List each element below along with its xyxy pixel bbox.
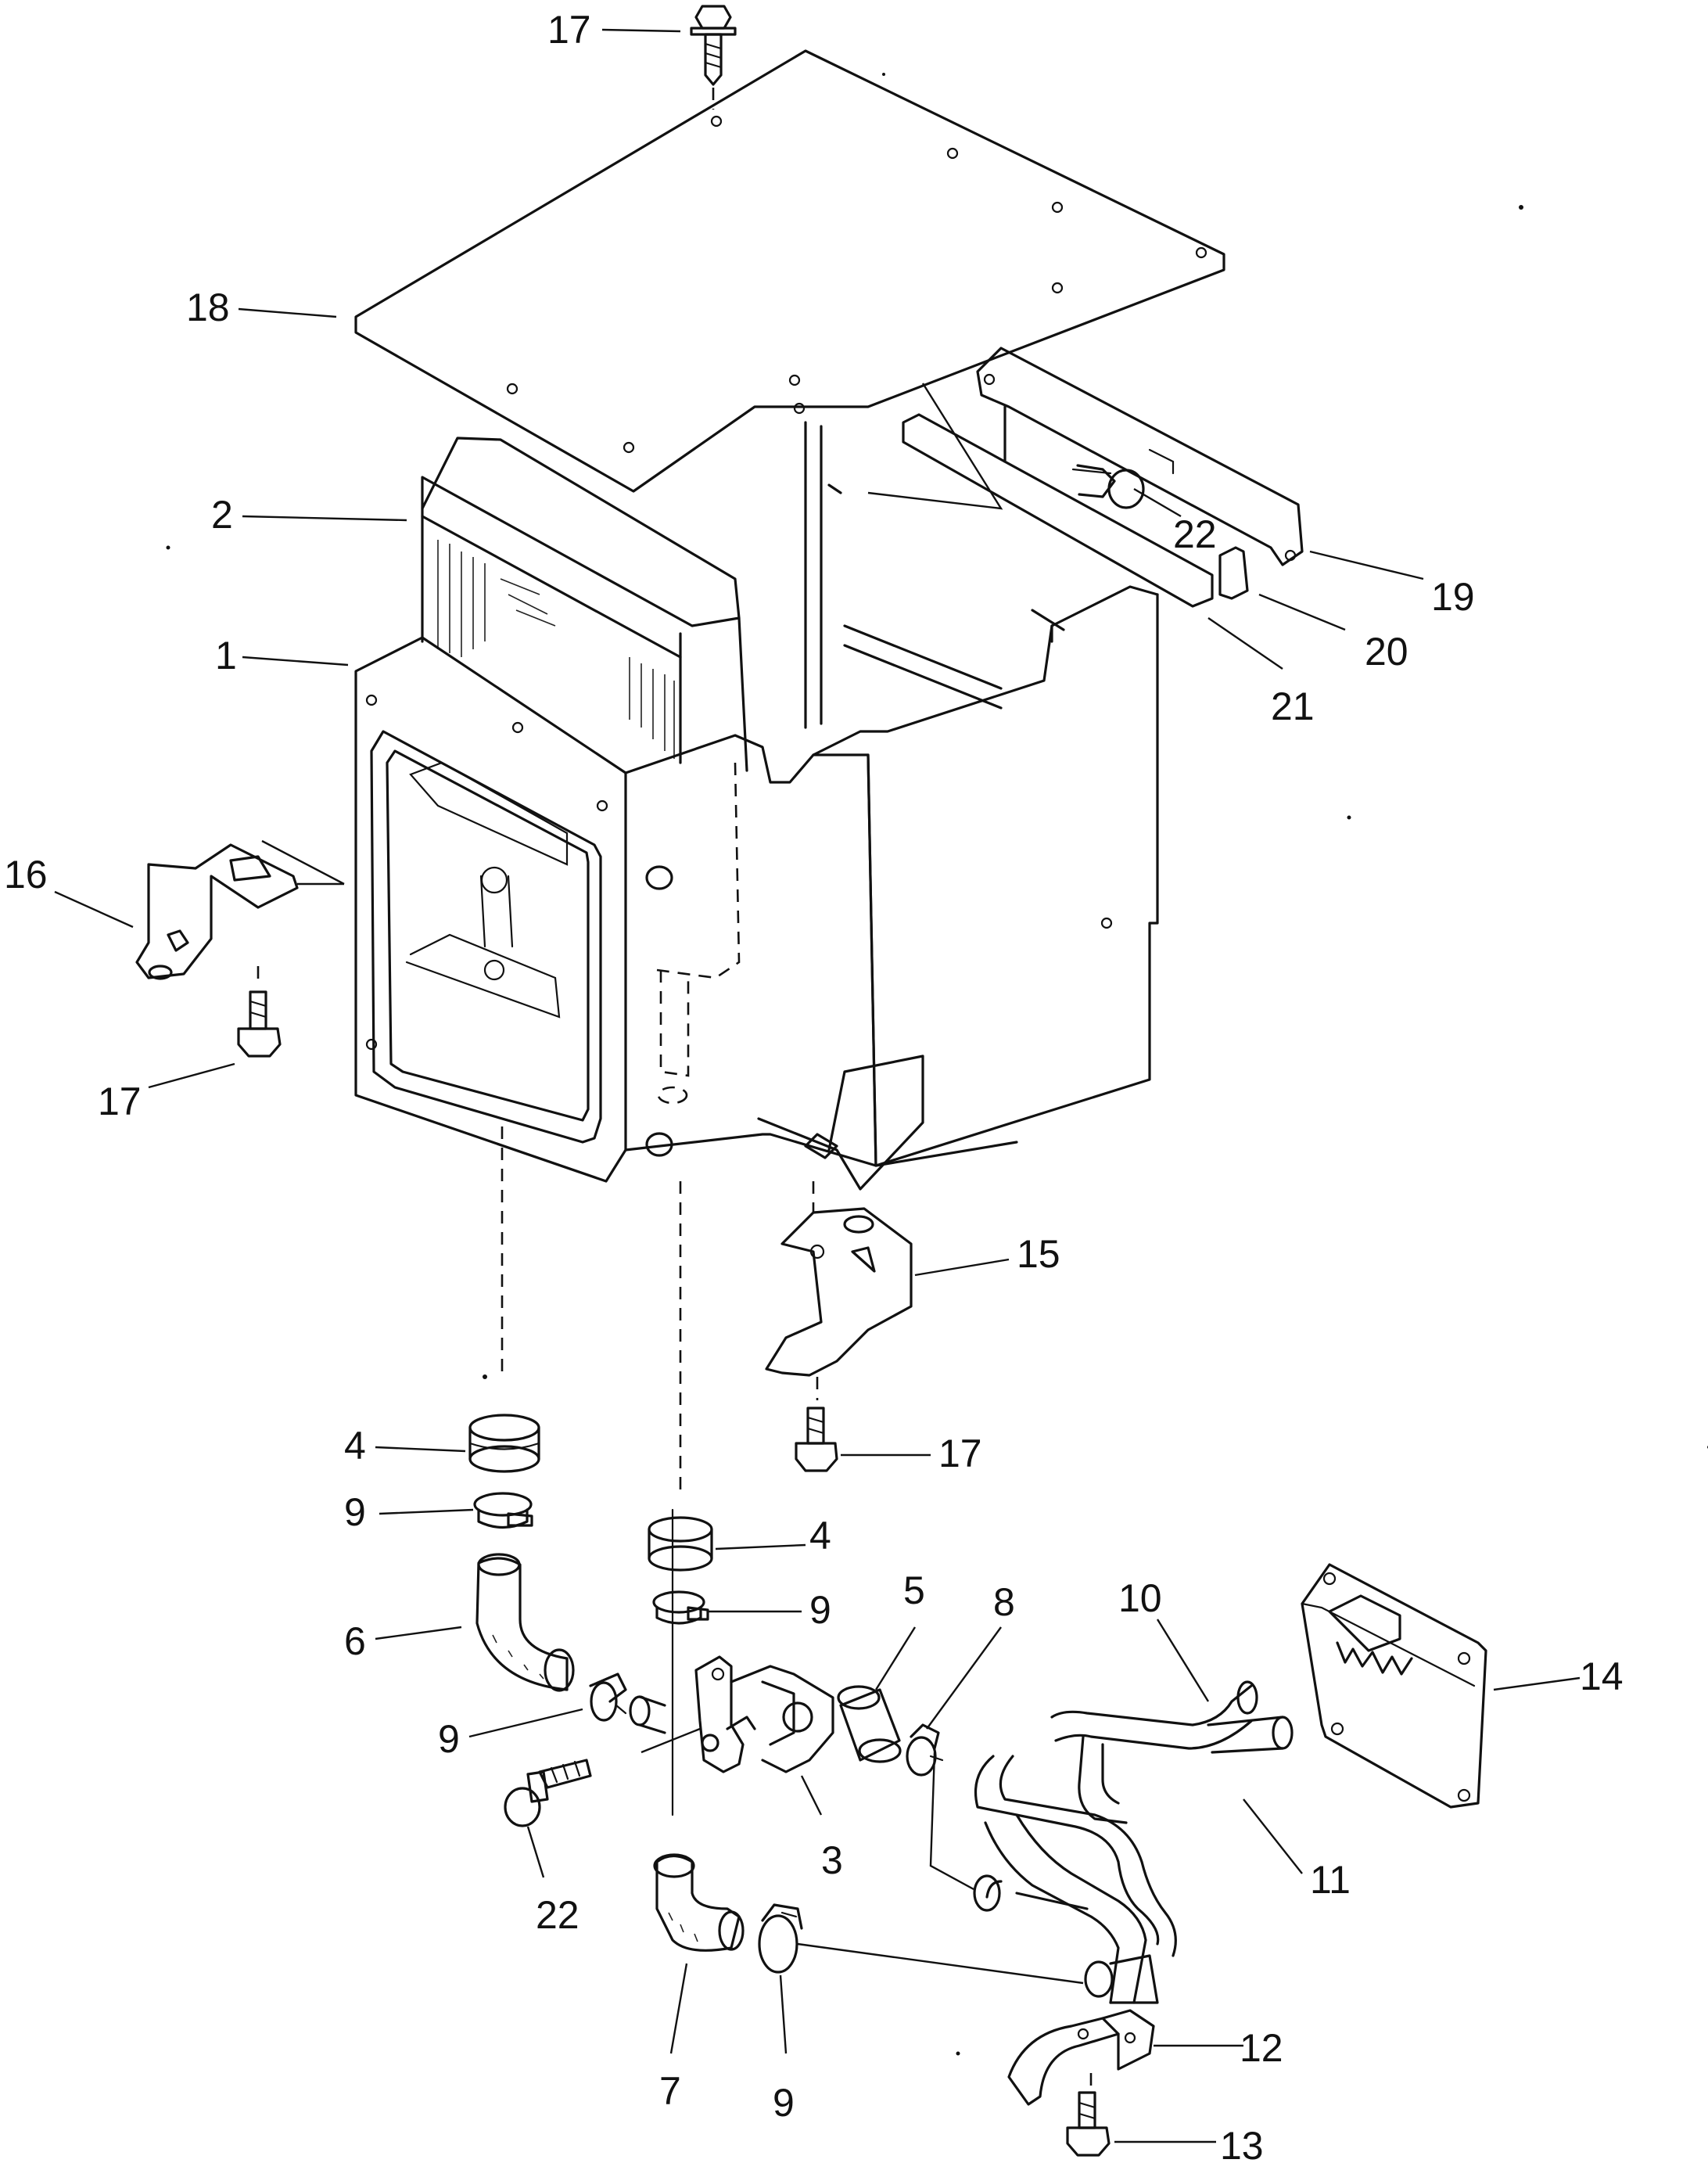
callout-9-mid: 9 (809, 1588, 831, 1632)
grommet-4-mid (648, 1516, 713, 1572)
callout-12: 12 (1240, 2026, 1283, 2070)
callout-5: 5 (903, 1568, 925, 1612)
grommet-4-left (468, 1414, 540, 1473)
hose-5 (837, 1685, 902, 1763)
callout-17-left: 17 (98, 1080, 142, 1123)
clamp-9-valve (589, 1673, 627, 1722)
callout-labels: 17 18 2 1 22 19 20 21 16 17 15 17 4 9 4 … (4, 8, 1624, 2163)
pipe-10-11 (973, 1680, 1294, 2004)
heater-core (421, 437, 748, 772)
callout-19: 19 (1431, 575, 1475, 619)
callout-18: 18 (186, 286, 230, 329)
callout-9-left: 9 (344, 1490, 366, 1534)
hose-7 (653, 1853, 745, 1952)
callout-13: 13 (1220, 2124, 1264, 2163)
callout-14: 14 (1580, 1655, 1624, 1698)
callout-9-low: 9 (438, 1717, 460, 1761)
scan-specks (166, 73, 1708, 2056)
heater-case (354, 421, 1159, 1191)
bolt-17-top (690, 5, 737, 110)
callout-15: 15 (1017, 1232, 1060, 1276)
bolt-22-bottom (504, 1759, 592, 1827)
callout-6: 6 (344, 1619, 366, 1663)
top-cover-plate (354, 49, 1225, 493)
callout-8: 8 (993, 1580, 1015, 1624)
callout-3: 3 (821, 1838, 843, 1882)
water-valve-3 (640, 1655, 834, 1773)
bolt-22-top (1071, 464, 1145, 509)
callout-9-bottom: 9 (773, 2081, 795, 2125)
callout-16: 16 (4, 853, 48, 896)
callout-10: 10 (1118, 1576, 1162, 1620)
callout-22-bottom: 22 (536, 1893, 580, 1937)
filter-rod-21 (902, 413, 1214, 608)
leader-lines (54, 28, 1581, 2143)
bolt-17-left (237, 990, 282, 1058)
seal-20 (1218, 546, 1249, 600)
callout-17-top: 17 (547, 8, 591, 52)
callout-20: 20 (1365, 630, 1408, 674)
bracket-15 (765, 1181, 913, 1400)
hose-stub (629, 1695, 666, 1734)
clamp-9-mid (652, 1590, 709, 1625)
bracket-19 (976, 347, 1304, 566)
clip-12 (1007, 2009, 1155, 2106)
callout-2: 2 (211, 493, 233, 537)
bolt-17-mid (795, 1407, 838, 1472)
clamp-9-bottom (758, 1903, 803, 1974)
callout-4-mid: 4 (809, 1514, 831, 1558)
bolt-13 (1066, 2091, 1111, 2157)
plate-14 (1301, 1563, 1487, 1809)
clamp-9-left (473, 1492, 533, 1529)
bracket-16 (135, 839, 345, 986)
callout-22-top: 22 (1173, 512, 1217, 556)
callout-17-mid: 17 (938, 1432, 982, 1475)
callout-4-left: 4 (344, 1424, 366, 1468)
callout-1: 1 (215, 634, 237, 677)
clamp-8 (906, 1723, 944, 1777)
callout-7: 7 (659, 2069, 681, 2113)
callout-11: 11 (1310, 1858, 1351, 1902)
callout-21: 21 (1271, 684, 1315, 728)
hose-6 (475, 1553, 575, 1692)
